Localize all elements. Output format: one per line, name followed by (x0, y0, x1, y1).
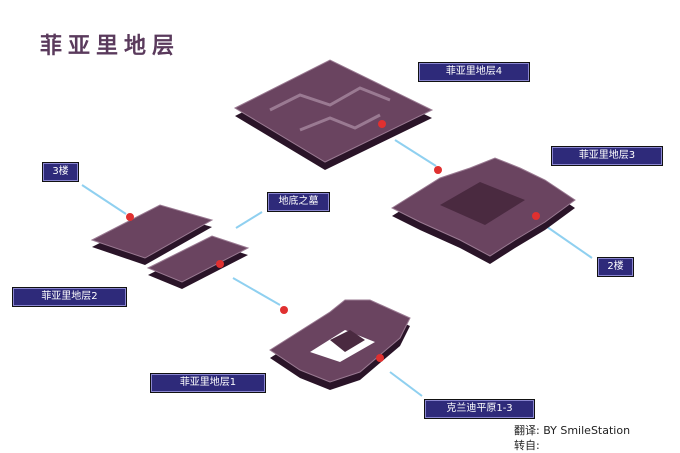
label-floor3: 菲亚里地层3 (551, 146, 663, 166)
warp-icon (378, 120, 386, 128)
warp-icon (280, 306, 288, 314)
warp-icon (376, 354, 384, 362)
floor2-map (90, 204, 250, 289)
label-tomb: 地底之墓 (267, 192, 330, 212)
connector-line (81, 184, 127, 215)
warp-markers (126, 120, 540, 362)
page-title: 菲亚里地层 (40, 33, 181, 59)
label-plains: 克兰迪平原1-3 (424, 399, 535, 419)
connector-line (232, 277, 281, 306)
connector-line (539, 221, 593, 259)
label-floor2: 菲亚里地层2 (12, 287, 127, 307)
credit-source: 转自: http://letstw.cafe.coocan.jp/ (514, 439, 540, 452)
credit-translate: 翻译: BY SmileStation (514, 424, 631, 437)
floor4-map (233, 59, 434, 170)
label-floor4: 菲亚里地层4 (418, 62, 530, 82)
label-floor1: 菲亚里地层1 (150, 373, 266, 393)
connector-line (389, 371, 423, 397)
connector-line (235, 211, 263, 229)
warp-icon (532, 212, 540, 220)
warp-icon (434, 166, 442, 174)
floor3-map (390, 157, 576, 264)
floor1-map (269, 299, 411, 390)
connector-line (394, 139, 437, 167)
warp-icon (216, 260, 224, 268)
connector-lines (81, 139, 593, 397)
warp-icon (126, 213, 134, 221)
label-stairs2: 2楼 (597, 257, 634, 277)
label-stairs3: 3楼 (42, 162, 79, 182)
